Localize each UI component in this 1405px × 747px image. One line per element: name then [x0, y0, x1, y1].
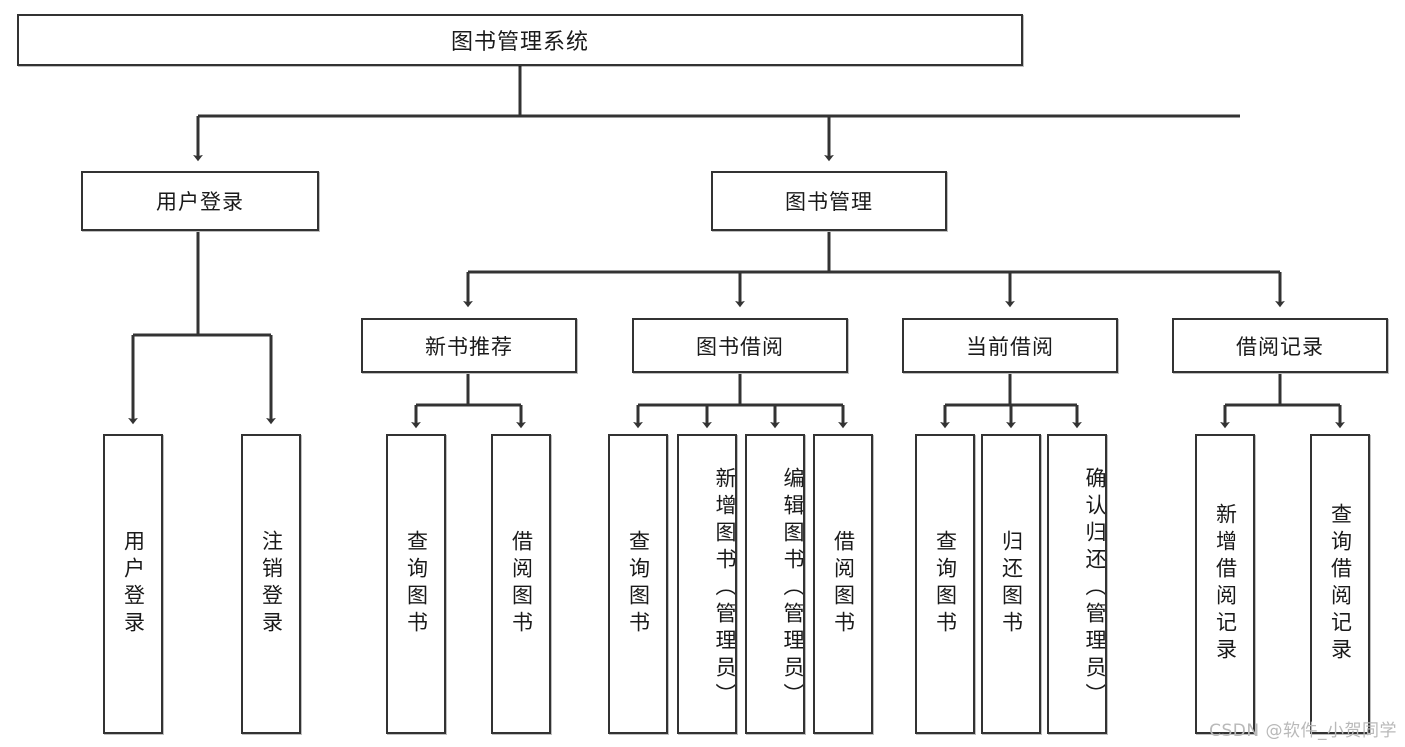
leaf-user-login[interactable]: 用户登录 — [103, 434, 163, 734]
node-book-management[interactable]: 图书管理 — [711, 171, 947, 231]
leaf-query-book-current[interactable]: 查询图书 — [915, 434, 975, 734]
leaf-borrow-book-recommend[interactable]: 借阅图书 — [491, 434, 551, 734]
leaf-add-borrow-record[interactable]: 新增借阅记录 — [1195, 434, 1255, 734]
leaf-add-book-admin[interactable]: 新增图书（管理员） — [677, 434, 737, 734]
leaf-edit-book-admin[interactable]: 编辑图书（管理员） — [745, 434, 805, 734]
node-borrow-record[interactable]: 借阅记录 — [1172, 318, 1388, 373]
leaf-return-book[interactable]: 归还图书 — [981, 434, 1041, 734]
node-book-borrow[interactable]: 图书借阅 — [632, 318, 848, 373]
node-current-borrow[interactable]: 当前借阅 — [902, 318, 1118, 373]
node-root-system[interactable]: 图书管理系统 — [17, 14, 1023, 66]
node-user-login[interactable]: 用户登录 — [81, 171, 319, 231]
leaf-query-borrow-record[interactable]: 查询借阅记录 — [1310, 434, 1370, 734]
leaf-confirm-return-admin[interactable]: 确认归还（管理员） — [1047, 434, 1107, 734]
leaf-logout[interactable]: 注销登录 — [241, 434, 301, 734]
leaf-query-book-recommend[interactable]: 查询图书 — [386, 434, 446, 734]
node-new-book-recommend[interactable]: 新书推荐 — [361, 318, 577, 373]
csdn-watermark: CSDN @软件_小贺同学 — [1209, 721, 1397, 741]
leaf-query-book-borrow[interactable]: 查询图书 — [608, 434, 668, 734]
leaf-borrow-book[interactable]: 借阅图书 — [813, 434, 873, 734]
